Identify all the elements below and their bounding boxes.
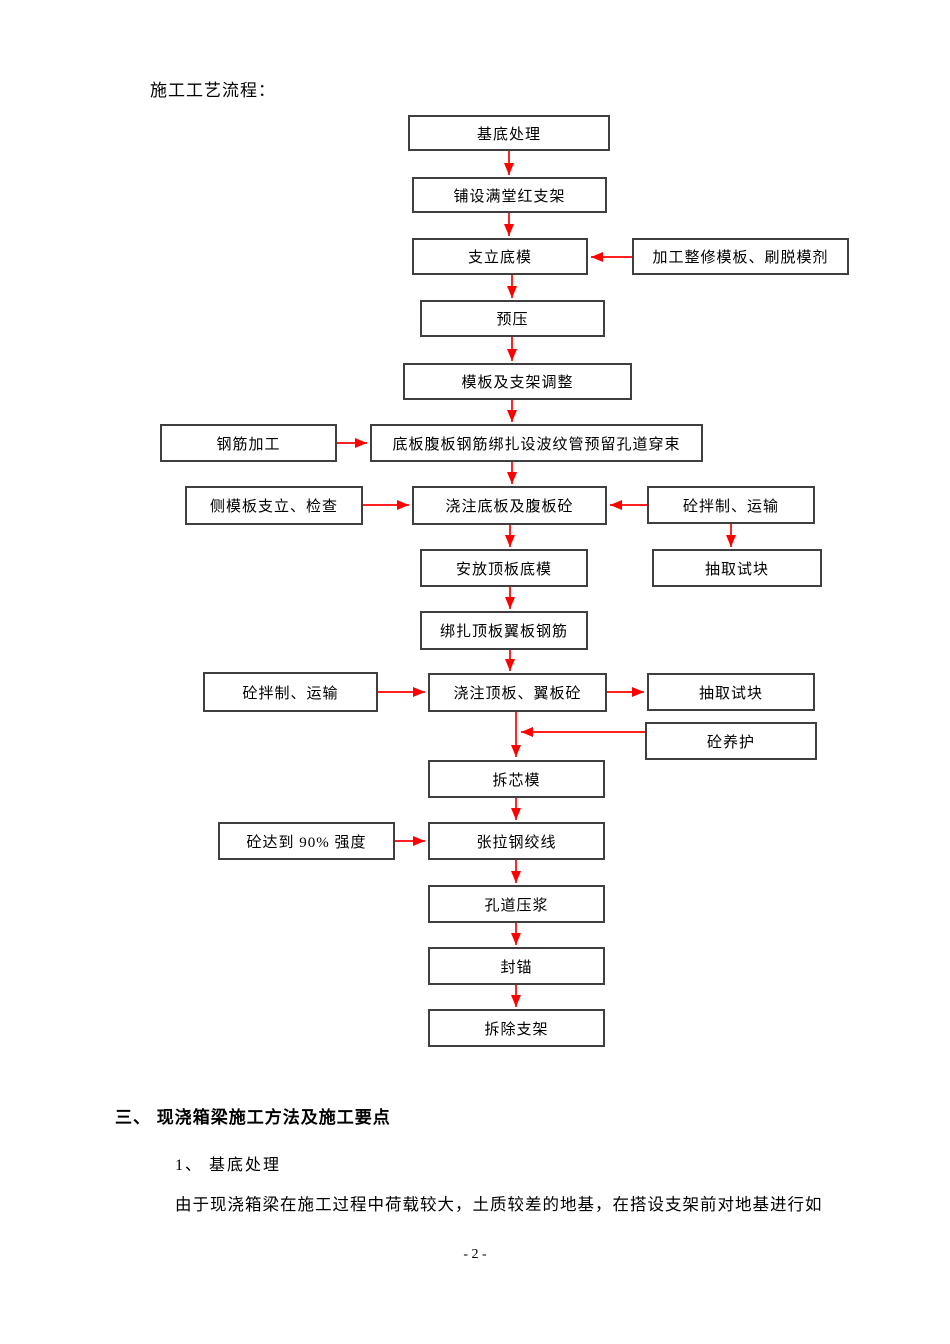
page-number: - 2 - <box>463 1247 487 1262</box>
flow-node-preload: 预压 <box>420 300 605 337</box>
flow-node-formwork-adjust: 模板及支架调整 <box>403 363 632 400</box>
flow-node-remove-core-mold: 拆芯模 <box>428 760 605 798</box>
flow-node-seal-anchor: 封锚 <box>428 947 605 985</box>
flow-node-place-top-formwork: 安放顶板底模 <box>420 549 588 587</box>
flow-node-mix-transport-left: 砼拌制、运输 <box>203 672 378 712</box>
flow-node-base-treatment: 基底处理 <box>408 115 610 151</box>
flow-node-pour-bottom-web: 浇注底板及腹板砼 <box>412 486 607 525</box>
flow-node-tie-top-rebar: 绑扎顶板翼板钢筋 <box>420 611 588 650</box>
flow-node-strength-90: 砼达到 90% 强度 <box>218 822 395 860</box>
flow-node-sample-blocks-2: 抽取试块 <box>647 673 815 711</box>
flow-node-duct-grouting: 孔道压浆 <box>428 885 605 923</box>
flow-node-mix-transport-right: 砼拌制、运输 <box>647 486 815 524</box>
flowchart-title: 施工工艺流程： <box>150 81 276 100</box>
flow-node-rebar-processing: 钢筋加工 <box>160 424 337 462</box>
flow-node-remove-scaffold: 拆除支架 <box>428 1009 605 1047</box>
flow-node-bottom-formwork: 支立底模 <box>412 238 588 275</box>
flow-node-side-formwork-check: 侧模板支立、检查 <box>185 486 363 525</box>
body-paragraph: 由于现浇箱梁在施工过程中荷载较大，土质较差的地基，在搭设支架前对地基进行如 <box>175 1195 823 1214</box>
flow-node-bottom-web-rebar: 底板腹板钢筋绑扎设波纹管预留孔道穿束 <box>370 424 703 462</box>
flow-node-tension-strands: 张拉钢绞线 <box>428 822 605 860</box>
flow-node-sample-blocks-1: 抽取试块 <box>652 549 822 587</box>
numbered-list-item: 1、 基底处理 <box>175 1157 282 1174</box>
section-heading: 三、 现浇箱梁施工方法及施工要点 <box>115 1108 391 1127</box>
flow-node-full-scaffold: 铺设满堂红支架 <box>412 177 607 213</box>
flow-node-curing: 砼养护 <box>645 722 817 760</box>
flow-node-pour-top-wing: 浇注顶板、翼板砼 <box>428 673 607 712</box>
flow-node-formwork-prep: 加工整修模板、刷脱模剂 <box>632 238 849 275</box>
